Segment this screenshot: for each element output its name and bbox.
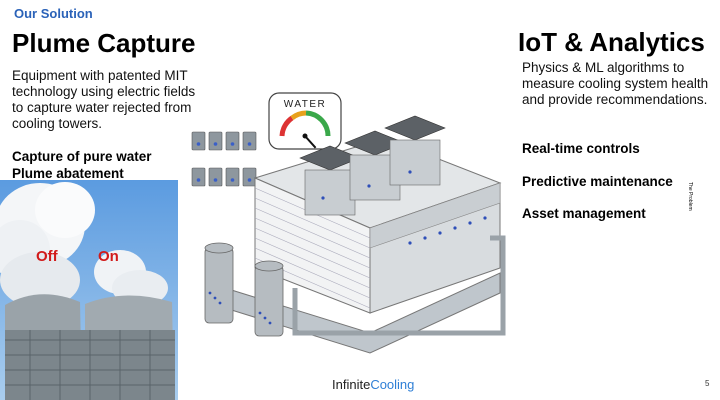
logo-part-2: Cooling [370, 377, 415, 392]
infinite-cooling-logo: InfiniteCooling [332, 377, 414, 392]
water-gauge: WATER [268, 92, 342, 150]
bullet-asset-management: Asset management [522, 206, 646, 221]
cooling-system-illustration [204, 115, 506, 354]
bullet-real-time-controls: Real-time controls [522, 141, 640, 156]
photo-on-label: On [98, 248, 119, 265]
subtitle-line-1: Capture of pure water [12, 149, 152, 164]
bullet-predictive-maintenance: Predictive maintenance [522, 174, 673, 189]
sensor-devices-icon [191, 131, 257, 187]
cooling-tower-photo: Off On [0, 180, 178, 400]
side-label: The Problem [687, 182, 693, 211]
plume-capture-subtitle: Capture of pure water Plume abatement [12, 148, 152, 182]
page-number: 5 [705, 379, 710, 388]
gauge-needle [304, 135, 317, 149]
logo-part-1: Infinite [332, 377, 371, 392]
plume-capture-description: Equipment with patented MIT technology u… [12, 68, 196, 131]
subtitle-line-2: Plume abatement [12, 166, 124, 181]
iot-analytics-description: Physics & ML algorithms to measure cooli… [522, 60, 709, 107]
gauge-label: WATER [284, 99, 327, 110]
photo-off-label: Off [36, 248, 59, 265]
iot-analytics-title: IoT & Analytics [518, 27, 705, 57]
section-heading: Our Solution [14, 6, 93, 21]
plume-capture-title: Plume Capture [12, 28, 196, 58]
